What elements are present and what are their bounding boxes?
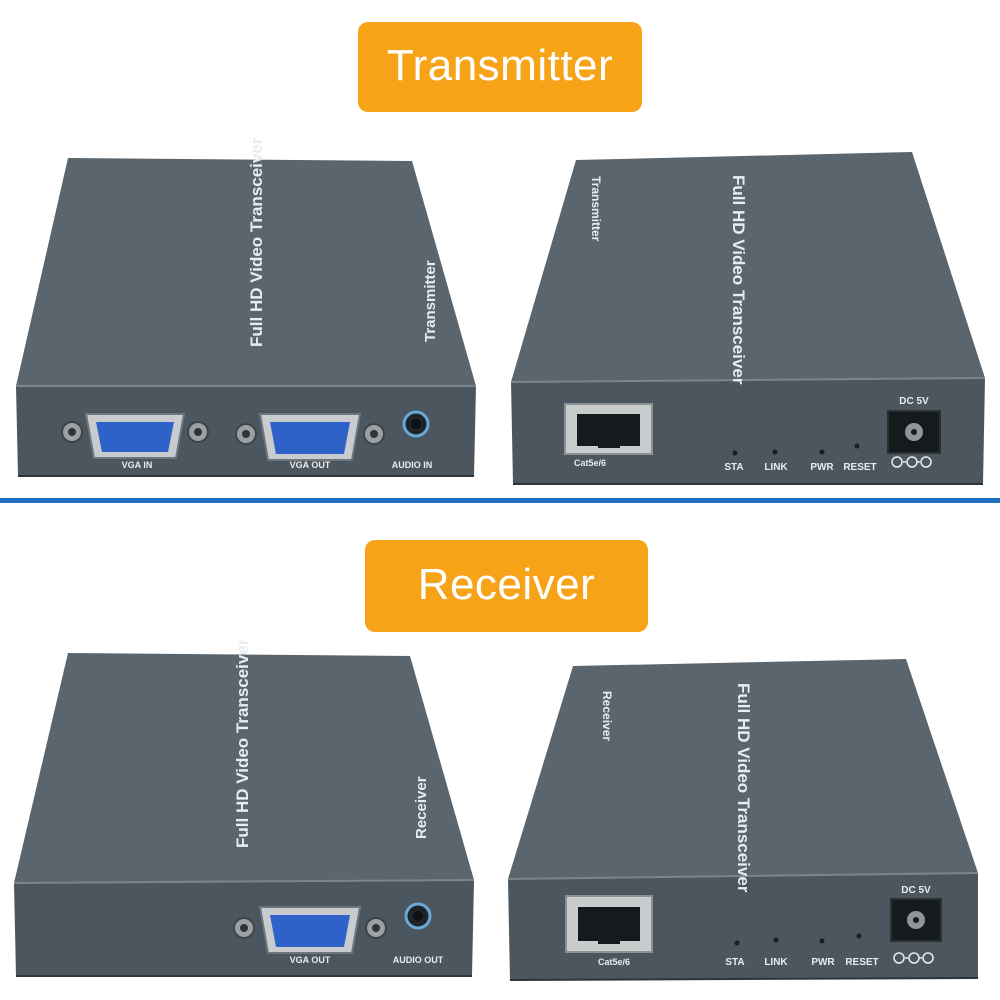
rx-pwr-led [819,938,825,944]
rx-front-top-title: Full HD Video Transceiver [233,638,252,848]
polarity-icon [891,456,932,468]
rx-led-label-sta: STA [725,957,744,968]
tx-front-top-title: Full HD Video Transceiver [247,137,266,347]
tx-rear-top-title: Full HD Video Transceiver [729,175,748,385]
rx-rear-top-title: Full HD Video Transceiver [734,683,753,893]
led-label-sta: STA [724,462,743,473]
receiver-photo: Full HD Video Transceiver Receiver VGA O… [13,638,979,981]
vga-in-label: VGA IN [122,460,153,470]
rx-led-label-link: LINK [764,957,788,968]
rx-rear-top-model: Receiver [600,691,614,741]
tx-front-top-model: Transmitter [422,260,439,342]
transmitter-section: Transmitter Full HD Video Transceiver Tr… [16,22,986,485]
rj45-label: Cat5e/6 [574,458,606,468]
vga-out-label: VGA OUT [290,460,331,470]
tx-rear-top-model: Transmitter [589,176,603,242]
receiver-front-unit: Full HD Video Transceiver Receiver VGA O… [13,638,475,977]
reset-button [854,443,860,449]
rx-led-label-reset: RESET [845,957,878,968]
section-divider [0,498,1000,503]
receiver-rear-unit: Full HD Video Transceiver Receiver Cat5e… [507,659,979,981]
led-label-pwr: PWR [810,462,834,473]
rx-led-label-pwr: PWR [811,957,835,968]
rx-vga-out-label: VGA OUT [290,955,331,965]
link-led [772,449,778,455]
transmitter-banner: Transmitter [358,22,642,112]
transmitter-photo: Full HD Video Transceiver Transmitter VG… [16,137,986,485]
rx-sta-led [734,940,740,946]
transmitter-front-unit: Full HD Video Transceiver Transmitter VG… [16,137,476,477]
led-label-link: LINK [764,462,788,473]
rx-dc-power-jack [890,898,942,942]
rx-rj45-port [565,895,653,953]
dc-label: DC 5V [899,396,929,407]
vga-out-port [235,413,385,461]
audio-in-label: AUDIO IN [392,460,433,470]
audio-out-jack [404,902,432,930]
sta-led [732,450,738,456]
rj45-port [564,403,653,455]
rx-reset-button [856,933,862,939]
audio-out-label: AUDIO OUT [393,955,444,965]
rx-dc-label: DC 5V [901,885,931,896]
led-label-reset: RESET [843,462,876,473]
transmitter-rear-unit: Full HD Video Transceiver Transmitter Ca… [510,152,986,485]
pwr-led [819,449,825,455]
vga-in-port [61,413,209,459]
dc-power-jack [887,410,941,454]
rx-link-led [773,937,779,943]
receiver-section: Receiver Full HD Video Transceiver Recei… [0,503,1000,1000]
rx-polarity-icon [893,952,934,964]
audio-in-jack [402,410,430,438]
receiver-banner: Receiver [365,540,648,632]
rx-rj45-label: Cat5e/6 [598,957,630,967]
rx-vga-out-port [233,906,387,954]
rx-front-top-model: Receiver [413,776,430,839]
